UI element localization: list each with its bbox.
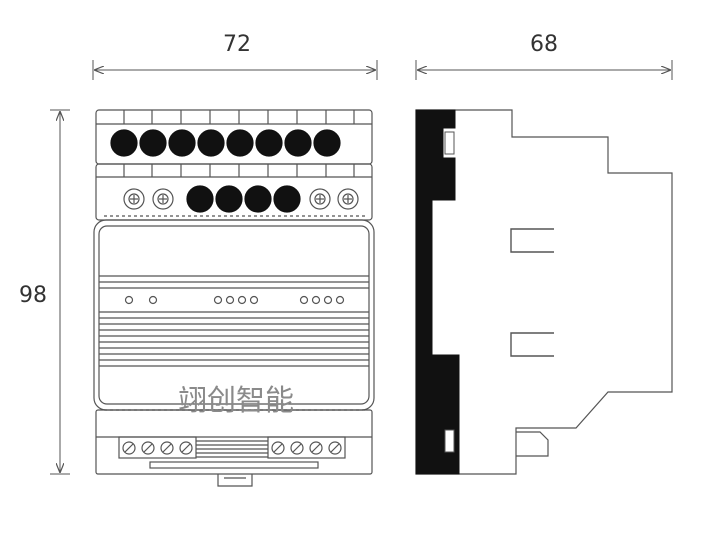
- cross-screw-icon: [309, 188, 331, 210]
- led-indicator: [148, 295, 158, 305]
- led-indicator: [237, 295, 247, 305]
- lower-latch: [510, 332, 554, 357]
- terminal-screw: [186, 185, 214, 213]
- led-indicator: [335, 295, 345, 305]
- terminal-screw: [313, 129, 341, 157]
- upper-clip-window: [444, 131, 455, 155]
- width-label: 72: [223, 32, 251, 57]
- side-view: [415, 109, 673, 475]
- height-dimension: 98: [19, 109, 70, 475]
- front-view: [93, 109, 375, 487]
- indicator-leds: [124, 295, 345, 305]
- bottom-clip: [516, 431, 549, 457]
- cross-screw-icon: [123, 188, 145, 210]
- din-mount-profile: [415, 109, 460, 475]
- width-dimension: 72: [92, 32, 378, 80]
- second-terminal-dividers: [123, 164, 355, 177]
- led-indicator: [299, 295, 309, 305]
- cross-screw-icon: [337, 188, 359, 210]
- terminal-screw: [255, 129, 283, 157]
- terminal-screw: [197, 129, 225, 157]
- height-label: 98: [19, 283, 47, 308]
- terminal-screw: [110, 129, 138, 157]
- side-profile-outline: [415, 109, 673, 475]
- terminal-screw: [168, 129, 196, 157]
- terminal-screw: [226, 129, 254, 157]
- upper-latch: [510, 228, 554, 253]
- led-indicator: [225, 295, 235, 305]
- brand-watermark: 翊创智能: [178, 383, 294, 417]
- bottom-center-ribs: [196, 440, 268, 458]
- cross-screws: [123, 188, 359, 210]
- depth-label: 68: [530, 32, 558, 57]
- lower-body: [95, 409, 373, 475]
- depth-dimension: 68: [415, 32, 673, 80]
- terminal-screw: [215, 185, 243, 213]
- lower-clip-window: [444, 429, 455, 453]
- bottom-terminal-screws: [122, 441, 342, 455]
- terminal-screw: [139, 129, 167, 157]
- front-cover: [93, 219, 375, 411]
- led-indicator: [249, 295, 259, 305]
- terminal-screw: [273, 185, 301, 213]
- led-indicator: [124, 295, 134, 305]
- cross-screw-icon: [152, 188, 174, 210]
- cover-grooves: [99, 275, 369, 367]
- top-terminal-dividers: [123, 110, 355, 124]
- terminal-screw: [244, 185, 272, 213]
- led-indicator: [311, 295, 321, 305]
- bottom-terminal-right: [267, 436, 346, 459]
- din-clip: [217, 474, 253, 487]
- top-terminal-screws: [110, 129, 341, 157]
- din-rail-slot: [149, 461, 319, 469]
- led-indicator: [213, 295, 223, 305]
- second-terminal-screws: [186, 185, 301, 213]
- terminal-screw: [284, 129, 312, 157]
- bottom-terminal-left: [118, 436, 197, 459]
- led-indicator: [323, 295, 333, 305]
